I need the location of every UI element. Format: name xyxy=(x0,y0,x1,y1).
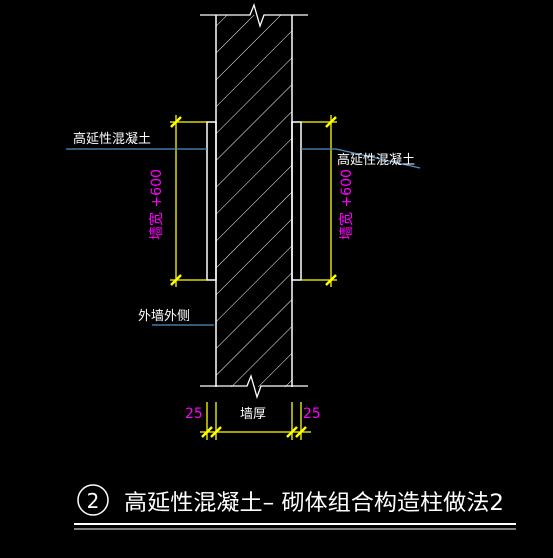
concrete-layer-left xyxy=(206,121,217,281)
label-hpc-left: 高延性混凝土 xyxy=(73,131,151,147)
dimension-left xyxy=(170,115,207,287)
masonry-wall xyxy=(215,15,293,387)
label-dim-right: 墙宽 +600 xyxy=(338,169,355,240)
break-line-top xyxy=(200,2,308,29)
break-line-bottom xyxy=(200,373,308,400)
label-hpc-right: 高延性混凝土 xyxy=(337,152,415,168)
concrete-layer-right xyxy=(291,121,302,281)
dimension-right xyxy=(301,115,337,287)
caption-title: 高延性混凝土– 砌体组合构造柱做法2 xyxy=(124,491,504,516)
label-dim-left: 墙宽 +600 xyxy=(148,169,165,240)
dimension-bottom xyxy=(200,402,311,440)
leader-lines xyxy=(66,148,421,326)
label-25-right: 25 xyxy=(303,406,321,422)
label-exterior-side: 外墙外侧 xyxy=(138,309,190,324)
caption: 2 高延性混凝土– 砌体组合构造柱做法2 xyxy=(74,484,516,530)
label-wall-thickness: 墙厚 xyxy=(240,407,266,422)
label-25-left: 25 xyxy=(185,406,203,422)
caption-number-circle xyxy=(77,484,109,516)
caption-number: 2 xyxy=(87,489,100,513)
